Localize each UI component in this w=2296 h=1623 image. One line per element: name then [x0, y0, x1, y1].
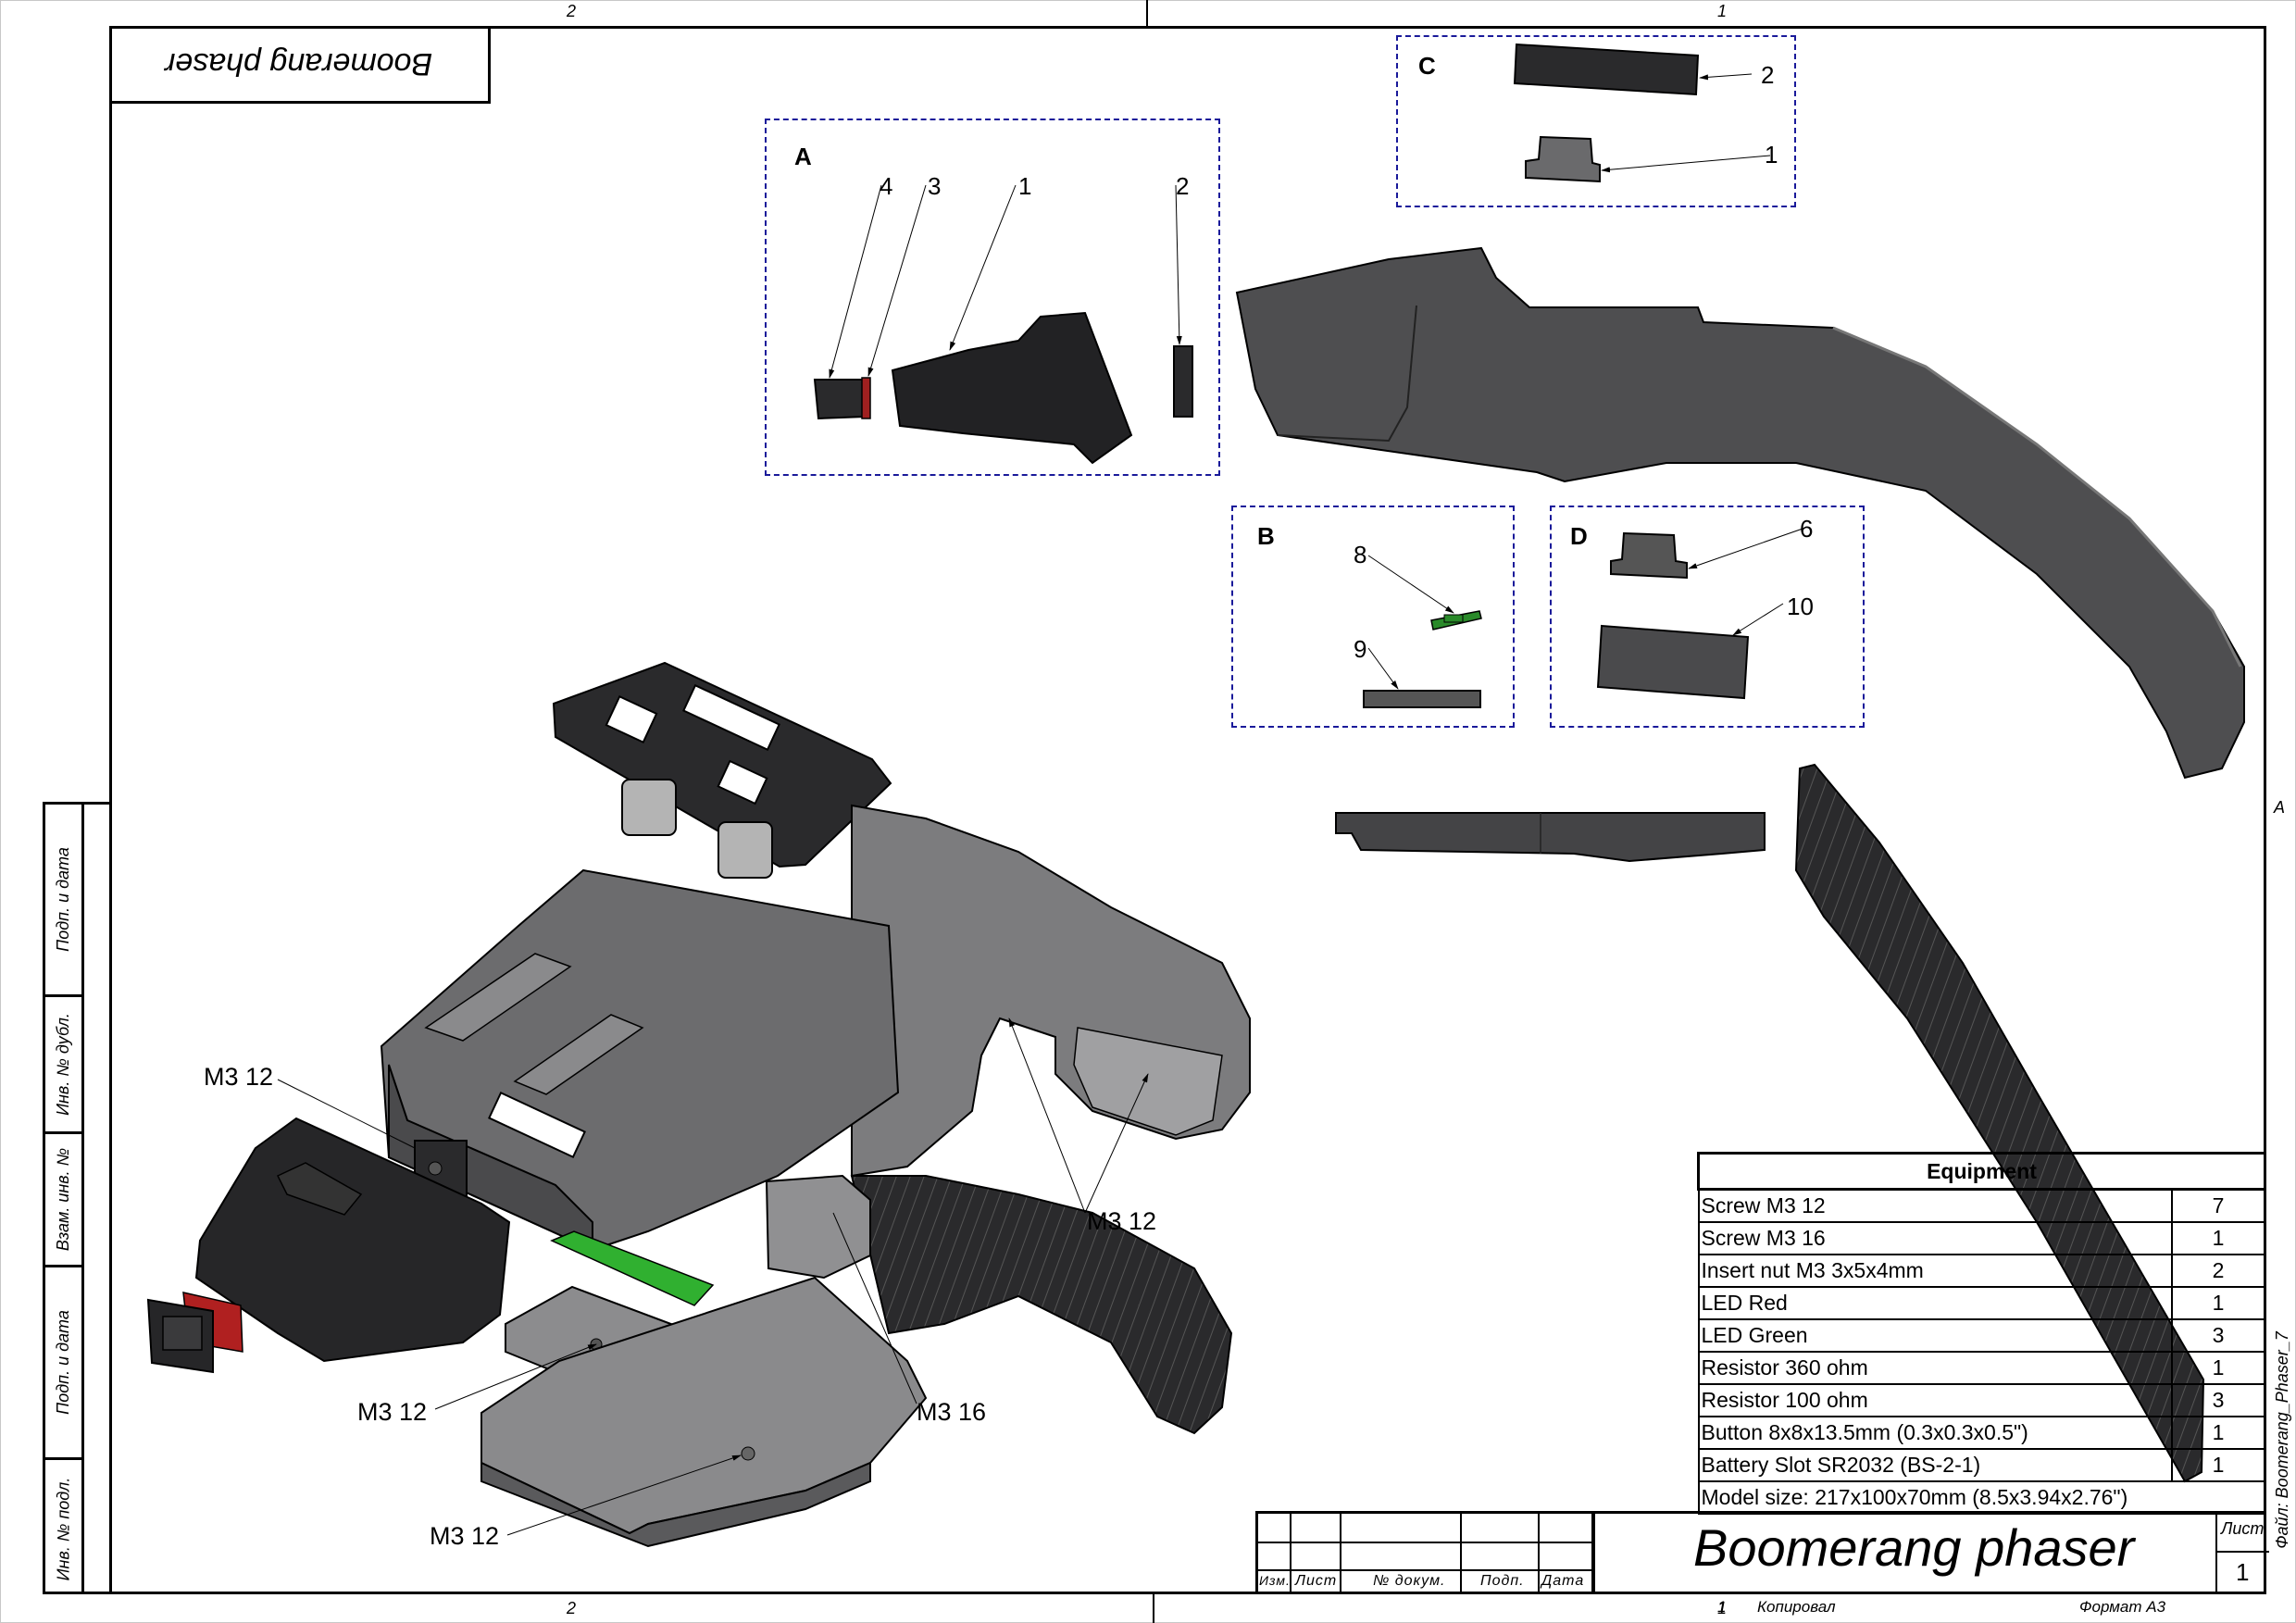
- callout-m3-12: M3 12: [430, 1522, 500, 1550]
- callout-m3-12: M3 12: [204, 1063, 274, 1091]
- side-cell: Инв. № дубл.: [45, 997, 81, 1134]
- balloon: 4: [880, 172, 893, 200]
- tb-col-date: Дата: [1541, 1573, 1585, 1589]
- detail-label: D: [1570, 522, 1588, 550]
- balloon: 2: [1176, 172, 1190, 200]
- copied-label: Копировал: [1757, 1598, 1836, 1616]
- side-cell: Взам. инв. №: [45, 1134, 81, 1267]
- side-strip-divider: [81, 805, 84, 1592]
- detail-label: A: [794, 143, 812, 170]
- equipment-header: Equipment: [1697, 1152, 2266, 1191]
- table-footer-row: Model size: 217x100x70mm (8.5x3.94x2.76"…: [1697, 1480, 2266, 1515]
- callout-m3-12: M3 12: [357, 1398, 428, 1426]
- balloon: 6: [1800, 515, 1814, 543]
- balloon: 10: [1787, 593, 1814, 620]
- zone-right-a: A: [2274, 798, 2286, 817]
- tb-col-doc: № докум.: [1373, 1573, 1446, 1589]
- detail-b-parts: [1363, 555, 1482, 708]
- detail-d-parts: [1596, 527, 1806, 700]
- side-cell: Подп. и дата: [45, 1267, 81, 1460]
- inverted-title-box: Boomerang phaser: [109, 26, 491, 104]
- zone-divider-top: [1146, 0, 1148, 26]
- tb-col-sign: Подп.: [1480, 1573, 1525, 1589]
- detail-view-b: B: [1231, 506, 1515, 728]
- tb-col-list: Лист: [1295, 1573, 1338, 1589]
- detail-label: B: [1257, 522, 1275, 550]
- sheet-number: 1: [2236, 1558, 2250, 1586]
- detail-view-d: D: [1550, 506, 1865, 728]
- zone-bottom-2: 2: [567, 1599, 577, 1617]
- drawing-frame: [109, 26, 2266, 1594]
- detail-view-a: A: [765, 119, 1220, 476]
- drawing-title: Boomerang phaser: [1693, 1518, 2135, 1577]
- zone-top-2: 2: [567, 2, 577, 20]
- balloon: 2: [1761, 61, 1775, 89]
- sheet-label: Лист: [2221, 1519, 2265, 1538]
- file-name-vertical: Файл: Boomerang_Phaser_7: [2272, 1330, 2291, 1549]
- callout-m3-12: M3 12: [1087, 1207, 1157, 1235]
- zone-divider-bottom: [1153, 1594, 1154, 1623]
- side-cell: Подп. и дата: [45, 805, 81, 997]
- zone-top-1: 1: [1717, 2, 1728, 20]
- callout-leaders: [277, 1017, 1149, 1536]
- balloon: 9: [1354, 635, 1367, 663]
- main-assembly: [146, 661, 1251, 1548]
- copied-index: 1: [1717, 1598, 1727, 1616]
- detail-label: C: [1418, 52, 1436, 80]
- tb-col-izm: Изм.: [1259, 1573, 1291, 1588]
- callout-m3-16: M3 16: [917, 1398, 987, 1426]
- table-row: Battery Slot SR2032 (BS-2-1)1: [1697, 1448, 2266, 1482]
- detail-c-parts: [1513, 43, 1771, 183]
- format-label: Формат A3: [2079, 1598, 2166, 1616]
- zone-bottom-1: 1: [1717, 1599, 1728, 1617]
- title-block: Изм. Лист № докум. Подп. Дата Boomerang …: [1255, 1511, 2269, 1594]
- detail-a-parts: [813, 184, 1193, 465]
- balloon: 1: [1765, 141, 1778, 169]
- side-view-body: [1235, 246, 2245, 780]
- balloon: 8: [1354, 541, 1367, 568]
- table-row: Button 8x8x13.5mm (0.3x0.3x0.5")1: [1697, 1416, 2266, 1450]
- detail-view-c: C: [1396, 35, 1796, 207]
- balloon: 3: [928, 172, 942, 200]
- balloon: 1: [1018, 172, 1032, 200]
- side-strip: Подп. и дата Инв. № дубл. Взам. инв. № П…: [43, 802, 109, 1594]
